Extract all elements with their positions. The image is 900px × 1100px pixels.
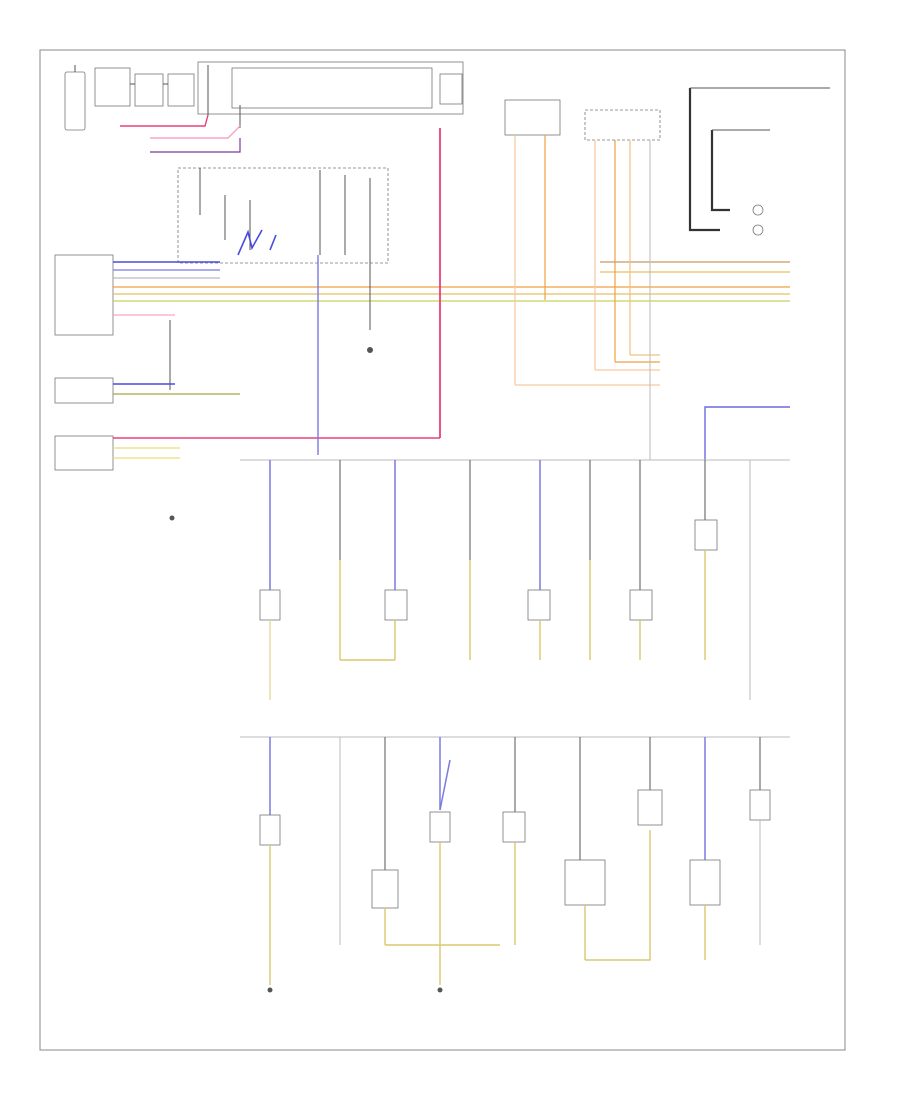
ground-left-1 <box>169 515 175 521</box>
lamp-row-2 <box>259 737 771 985</box>
battery-block <box>64 65 195 131</box>
radio-panel-block <box>504 99 661 460</box>
steering-column-block <box>688 87 830 236</box>
fuse-panel-block <box>197 61 464 128</box>
wire-pink-fuse <box>150 125 241 139</box>
wire-purple-fuse <box>150 138 241 153</box>
wire-blue-right <box>704 406 790 460</box>
harness-wires <box>113 261 790 459</box>
ground-bottom-1 <box>267 987 273 993</box>
control-unit-left <box>54 254 171 471</box>
wire-red-fuse <box>120 114 209 127</box>
diagram-frame <box>39 49 846 1051</box>
ground-bottom-2 <box>437 987 443 993</box>
ground-symbol <box>367 347 373 353</box>
light-switch-block <box>177 167 389 264</box>
lamp-row-1 <box>240 459 790 700</box>
